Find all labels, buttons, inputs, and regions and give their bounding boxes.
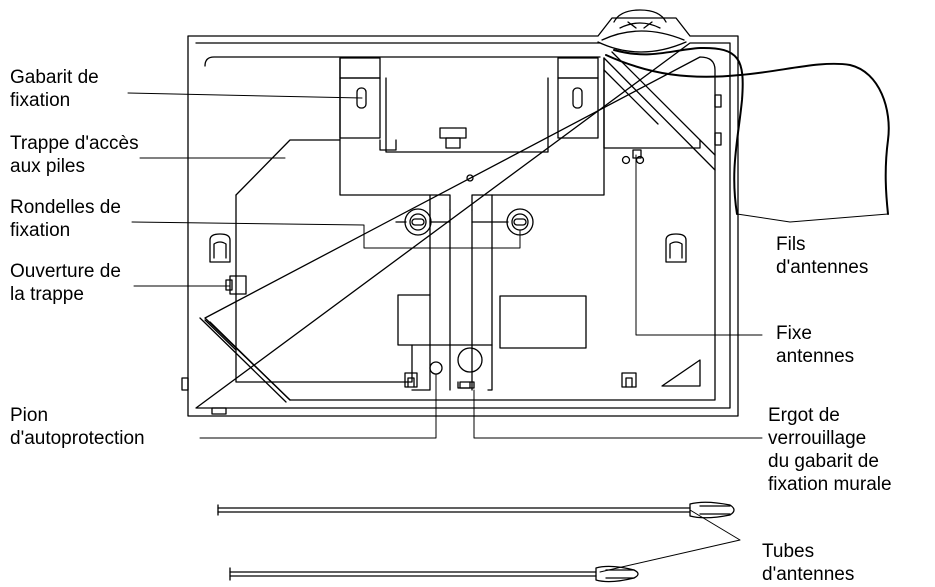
label-trappe-acces: Trappe d'accès aux piles xyxy=(10,133,139,177)
label-fils: Fils d'antennes xyxy=(776,234,869,278)
antenna-wires xyxy=(605,46,890,215)
right-panel xyxy=(499,295,587,349)
side-clips xyxy=(209,233,687,295)
antenna-channel xyxy=(603,51,716,171)
label-tubes: Tubes d'antennes xyxy=(762,541,855,585)
antenna-fix-points xyxy=(621,149,645,165)
casing-frame xyxy=(181,17,739,417)
label-pion: Pion d'autoprotection xyxy=(10,405,145,449)
battery-door xyxy=(204,139,431,383)
antenna-tubes xyxy=(217,501,735,583)
mounting-template xyxy=(339,57,605,391)
tamper-area xyxy=(404,344,701,389)
label-rondelles: Rondelles de fixation xyxy=(10,197,121,241)
leader-lines xyxy=(127,92,889,573)
label-fixe: Fixe antennes xyxy=(776,323,855,367)
fixing-washers xyxy=(395,208,534,236)
label-gabarit: Gabarit de fixation xyxy=(10,67,99,111)
label-ouverture: Ouverture de la trappe xyxy=(10,261,121,305)
label-ergot: Ergot de verrouillage du gabarit de fixa… xyxy=(768,405,892,495)
antenna-exit xyxy=(597,9,687,53)
